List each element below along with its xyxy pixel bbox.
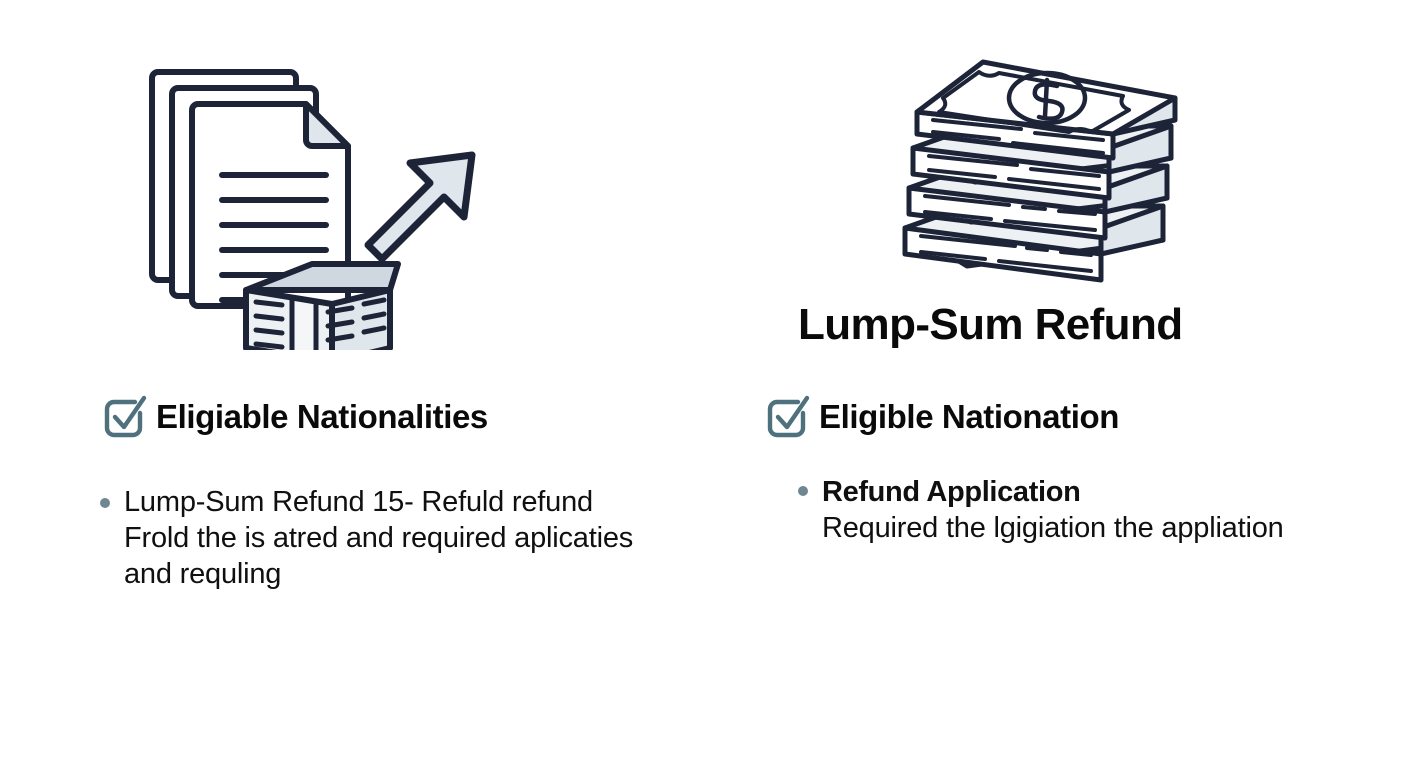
right-section-title: Lump-Sum Refund: [798, 300, 1183, 349]
arrow-up-right-icon: [364, 151, 476, 263]
right-heading-label: Eligible Nationation: [819, 397, 1120, 435]
right-column: Lump-Sum Refund Eligible Nationation Ref…: [740, 0, 1360, 768]
checkbox-checked-icon[interactable]: [102, 393, 148, 439]
left-bullet-body: Lump-Sum Refund 15- Refuld refund Frold …: [124, 486, 634, 590]
documents-with-arrow-and-cash-illustration: [140, 50, 500, 365]
right-bullet-list: Refund Application Required the lgigiati…: [798, 475, 1338, 547]
right-bullet-body: Required the lgigiation the appliation: [822, 511, 1284, 544]
right-bullet-lead: Refund Application: [822, 476, 1081, 508]
bullet-dot-icon: [798, 486, 808, 496]
cash-bundle-icon: [243, 261, 401, 365]
left-column: Eligiable Nationalities Lump-Sum Refund …: [60, 0, 680, 768]
list-item: Lump-Sum Refund 15- Refuld refund Frold …: [124, 485, 660, 593]
list-item: Refund Application Required the lgigiati…: [822, 475, 1284, 547]
left-bullet-list: Lump-Sum Refund 15- Refuld refund Frold …: [100, 485, 660, 593]
left-heading-label: Eligiable Nationalities: [156, 397, 488, 435]
bullet-dot-icon: [100, 498, 110, 508]
stacked-banknotes-illustration: [895, 50, 1195, 295]
left-heading-row: Eligiable Nationalities: [102, 393, 488, 439]
right-heading-row: Eligible Nationation: [765, 393, 1119, 439]
checkbox-checked-icon[interactable]: [765, 393, 811, 439]
